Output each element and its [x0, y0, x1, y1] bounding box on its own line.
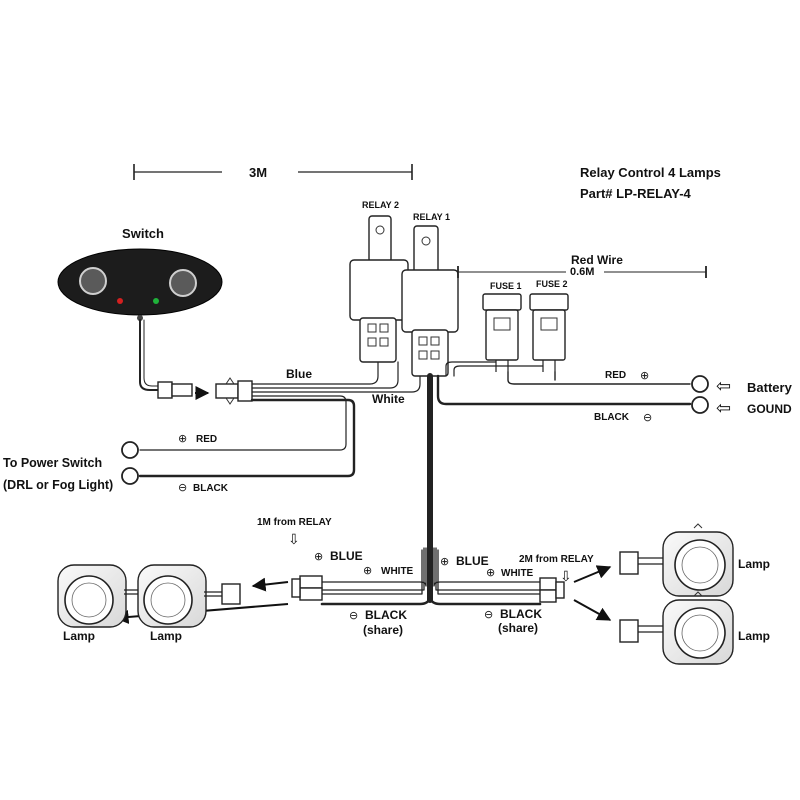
red-top-plus-icon: ⊕	[640, 370, 649, 382]
left-black-minus-icon: ⊖	[349, 610, 358, 622]
lamp-left-1-label: Lamp	[63, 629, 95, 643]
lamp-left-2-label: Lamp	[150, 629, 182, 643]
right-blue-label: BLUE	[456, 554, 489, 568]
power-black-minus-icon: ⊖	[178, 482, 187, 494]
right-black-label: BLACK	[500, 607, 542, 621]
red-wire-label: Red Wire	[571, 253, 623, 267]
right-white-label: WHITE	[501, 568, 534, 579]
length-3m-label: 3M	[249, 165, 267, 180]
relay-1-label: RELAY 1	[413, 212, 450, 222]
left-blue-plus-icon: ⊕	[314, 551, 323, 563]
left-distance-label: 1M from RELAY	[257, 517, 332, 528]
switch-led-red	[117, 298, 123, 304]
switch-connector	[157, 381, 210, 400]
lamp-right-1-label: Lamp	[738, 557, 770, 571]
left-black-label: BLACK	[365, 608, 407, 622]
red-wire-length: 0.6M	[570, 266, 594, 278]
relay-1: RELAY 1	[401, 212, 459, 377]
right-white-plus-icon: ⊕	[486, 567, 495, 579]
relay-2-label: RELAY 2	[362, 200, 399, 210]
lamp-right-1	[619, 523, 734, 597]
ground-arrow-icon: ⇦	[716, 398, 731, 418]
power-black-ring-terminal	[121, 467, 139, 485]
battery-ring-terminal	[691, 375, 709, 393]
left-white-plus-icon: ⊕	[363, 565, 372, 577]
switch-panel: Switch	[57, 226, 223, 321]
fuse-2: FUSE 2	[529, 279, 569, 372]
wire-label-white: White	[372, 392, 405, 406]
part-number: Part# LP-RELAY-4	[580, 186, 692, 201]
header: Relay Control 4 Lamps Part# LP-RELAY-4	[580, 165, 721, 201]
red-wire-top-label: RED	[605, 370, 626, 381]
left-share-label: (share)	[363, 623, 403, 637]
switch-label: Switch	[122, 226, 164, 241]
power-red-ring-terminal	[121, 441, 139, 459]
left-down-arrow-icon: ⇩	[288, 531, 300, 547]
lamp-left-1	[57, 564, 138, 628]
fuse-2-label: FUSE 2	[536, 279, 568, 289]
battery-label: Battery	[747, 380, 793, 395]
right-share-label: (share)	[498, 621, 538, 635]
left-branch-connector	[291, 575, 323, 601]
black-top-minus-icon: ⊖	[643, 412, 652, 424]
right-distance-label: 2M from RELAY	[519, 554, 594, 565]
battery-arrow-icon: ⇦	[716, 376, 731, 396]
lamp-left-2	[137, 564, 241, 628]
ground-label: GOUND	[747, 402, 792, 416]
relay-2: RELAY 2	[349, 200, 409, 363]
left-blue-label: BLUE	[330, 549, 363, 563]
power-black-label: BLACK	[193, 483, 229, 494]
left-white-label: WHITE	[381, 566, 414, 577]
right-branch-connector	[539, 577, 565, 603]
power-red-label: RED	[196, 434, 217, 445]
switch-button-right	[169, 269, 197, 297]
fuse-1-label: FUSE 1	[490, 281, 522, 291]
black-wire-top-label: BLACK	[594, 412, 630, 423]
power-red-plus-icon: ⊕	[178, 433, 187, 445]
red-wire-dimension: Red Wire 0.6M	[457, 253, 707, 278]
lamp-right-2	[619, 591, 734, 665]
ground-ring-terminal	[691, 396, 709, 414]
power-switch-label: To Power Switch	[3, 456, 102, 470]
switch-button-left	[79, 267, 107, 295]
harness-connector	[215, 377, 253, 405]
length-3m-dimension: 3M	[133, 164, 413, 180]
power-switch-sublabel: (DRL or Fog Light)	[3, 478, 113, 492]
right-down-arrow-icon: ⇩	[560, 568, 572, 584]
wire-label-blue: Blue	[286, 367, 312, 381]
switch-led-green	[153, 298, 159, 304]
lamp-right-2-label: Lamp	[738, 629, 770, 643]
right-black-minus-icon: ⊖	[484, 609, 493, 621]
fuse-1: FUSE 1	[482, 281, 522, 372]
diagram-title: Relay Control 4 Lamps	[580, 165, 721, 180]
right-blue-plus-icon: ⊕	[440, 556, 449, 568]
